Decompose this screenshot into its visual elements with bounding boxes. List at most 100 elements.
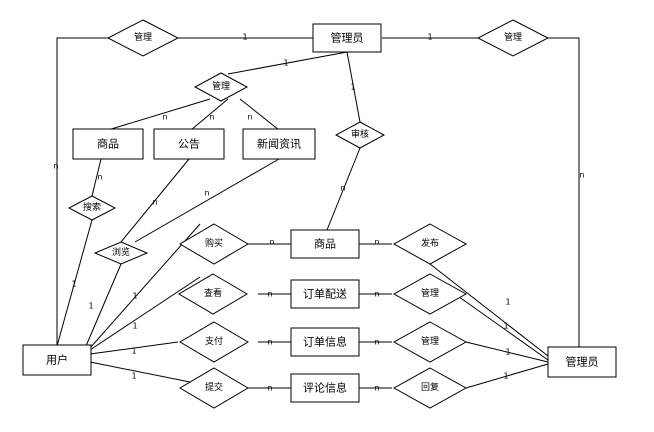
relationship-diamond: [476, 19, 550, 57]
entity-box: [290, 373, 360, 403]
cardinality-many: n: [374, 384, 379, 393]
entity-box: [22, 344, 92, 376]
cardinality-many: n: [204, 189, 209, 198]
entity-box: [547, 346, 617, 378]
cardinality-one: 1: [283, 59, 288, 68]
relationship-diamond: [179, 321, 249, 363]
entity-box: [290, 327, 360, 357]
cardinality-many: n: [374, 290, 379, 299]
relationship-label: 管理: [134, 31, 152, 43]
edge-news-browse: [134, 158, 280, 243]
cardinality-many: n: [267, 384, 272, 393]
relationship-browse: 浏览: [93, 241, 149, 265]
cardinality-one: 1: [71, 280, 76, 289]
edge-notice-browse: [120, 158, 190, 243]
entity-admin_top: 管理员: [312, 23, 382, 53]
cardinality-one: 1: [88, 302, 93, 311]
edge-user-pay: [89, 341, 179, 355]
cardinality-many: n: [97, 173, 102, 182]
edges: [56, 37, 580, 389]
relationship-label: 查看: [204, 287, 222, 299]
relationship-view: 查看: [178, 273, 248, 315]
relationship-diamond: [178, 273, 248, 315]
cardinality-one: 1: [505, 348, 510, 357]
entity-box: [153, 128, 225, 160]
relationship-diamond: [179, 367, 249, 409]
cardinality-many: n: [267, 290, 272, 299]
entity-box: [290, 229, 360, 259]
cardinality-one: 1: [350, 83, 355, 92]
cardinality-one: 1: [242, 33, 247, 42]
relationship-manage_top_right: 管理: [476, 19, 550, 57]
entity-news: 新闻资讯: [242, 128, 316, 160]
cardinality-many: n: [579, 171, 584, 180]
cardinality-one: 1: [427, 33, 432, 42]
relationship-diamond: [392, 273, 468, 315]
entity-box: [72, 128, 144, 160]
entity-notice: 公告: [153, 128, 225, 160]
relationship-label: 管理: [504, 31, 522, 43]
entity-goods_left: 商品: [72, 128, 144, 160]
cardinality-many: n: [53, 162, 58, 171]
relationship-publish: 发布: [392, 223, 468, 265]
relationship-manage_order: 管理: [392, 321, 468, 363]
relationship-manage_delivery: 管理: [392, 273, 468, 315]
relationship-diamond: [93, 241, 149, 265]
cardinality-many: n: [247, 113, 252, 122]
cardinality-many: n: [152, 198, 157, 207]
edge-admin-audit: [346, 51, 361, 123]
cardinality-many: n: [374, 338, 379, 347]
relationship-diamond: [179, 223, 249, 265]
cardinality-many: n: [340, 184, 345, 193]
entity-label: 订单信息: [303, 335, 347, 349]
relationship-diamond: [392, 321, 468, 363]
entity-label: 订单配送: [303, 287, 347, 301]
relationship-label: 提交: [205, 381, 223, 393]
cardinality-many: n: [269, 238, 274, 247]
entity-label: 商品: [314, 237, 336, 251]
cardinality-many: n: [209, 113, 214, 122]
entity-order_info: 订单信息: [290, 327, 360, 357]
relationship-label: 购买: [205, 237, 223, 249]
edge-admin-manage-mid: [227, 51, 348, 75]
entity-user: 用户: [22, 344, 92, 376]
relationship-submit: 提交: [179, 367, 249, 409]
relationship-diamond: [67, 195, 117, 221]
relationship-label: 浏览: [112, 246, 130, 258]
edge-user-submit: [89, 361, 196, 384]
shapes: 管理员商品公告新闻资讯用户商品订单配送订单信息评论信息管理员管理管理管理审核搜索…: [22, 19, 617, 409]
relationship-label: 支付: [205, 335, 223, 347]
relationship-diamond: [392, 223, 468, 265]
edge-manage-user: [56, 37, 108, 346]
entity-label: 管理员: [331, 31, 364, 45]
relationship-manage_mid: 管理: [193, 72, 249, 102]
relationship-label: 管理: [212, 80, 230, 92]
relationship-manage_top_left: 管理: [106, 19, 180, 57]
cardinality-one: 1: [131, 347, 136, 356]
edge-manage-notice: [190, 98, 229, 131]
entity-review_info: 评论信息: [290, 373, 360, 403]
cardinality-one: 1: [503, 322, 508, 331]
edge-reply-admin: [465, 363, 549, 389]
relationship-label: 管理: [421, 287, 439, 299]
relationship-search: 搜索: [67, 195, 117, 221]
entity-admin_right: 管理员: [547, 346, 617, 378]
relationship-label: 回复: [421, 381, 439, 393]
cardinality-one: 1: [132, 292, 137, 301]
entity-label: 新闻资讯: [257, 137, 301, 151]
relationship-diamond: [193, 72, 249, 102]
relationship-buy: 购买: [179, 223, 249, 265]
entity-box: [312, 23, 382, 53]
relationship-diamond: [106, 19, 180, 57]
edge-user-view: [89, 276, 201, 351]
edge-manage-order-admin: [465, 341, 549, 363]
edge-audit-goods: [326, 147, 361, 231]
edge-manage-admin-right: [548, 37, 580, 348]
edge-goods-search: [91, 158, 102, 197]
cardinality-many: n: [267, 338, 272, 347]
relationship-diamond: [392, 367, 468, 409]
cardinality-one: 1: [503, 372, 508, 381]
relationship-reply: 回复: [392, 367, 468, 409]
